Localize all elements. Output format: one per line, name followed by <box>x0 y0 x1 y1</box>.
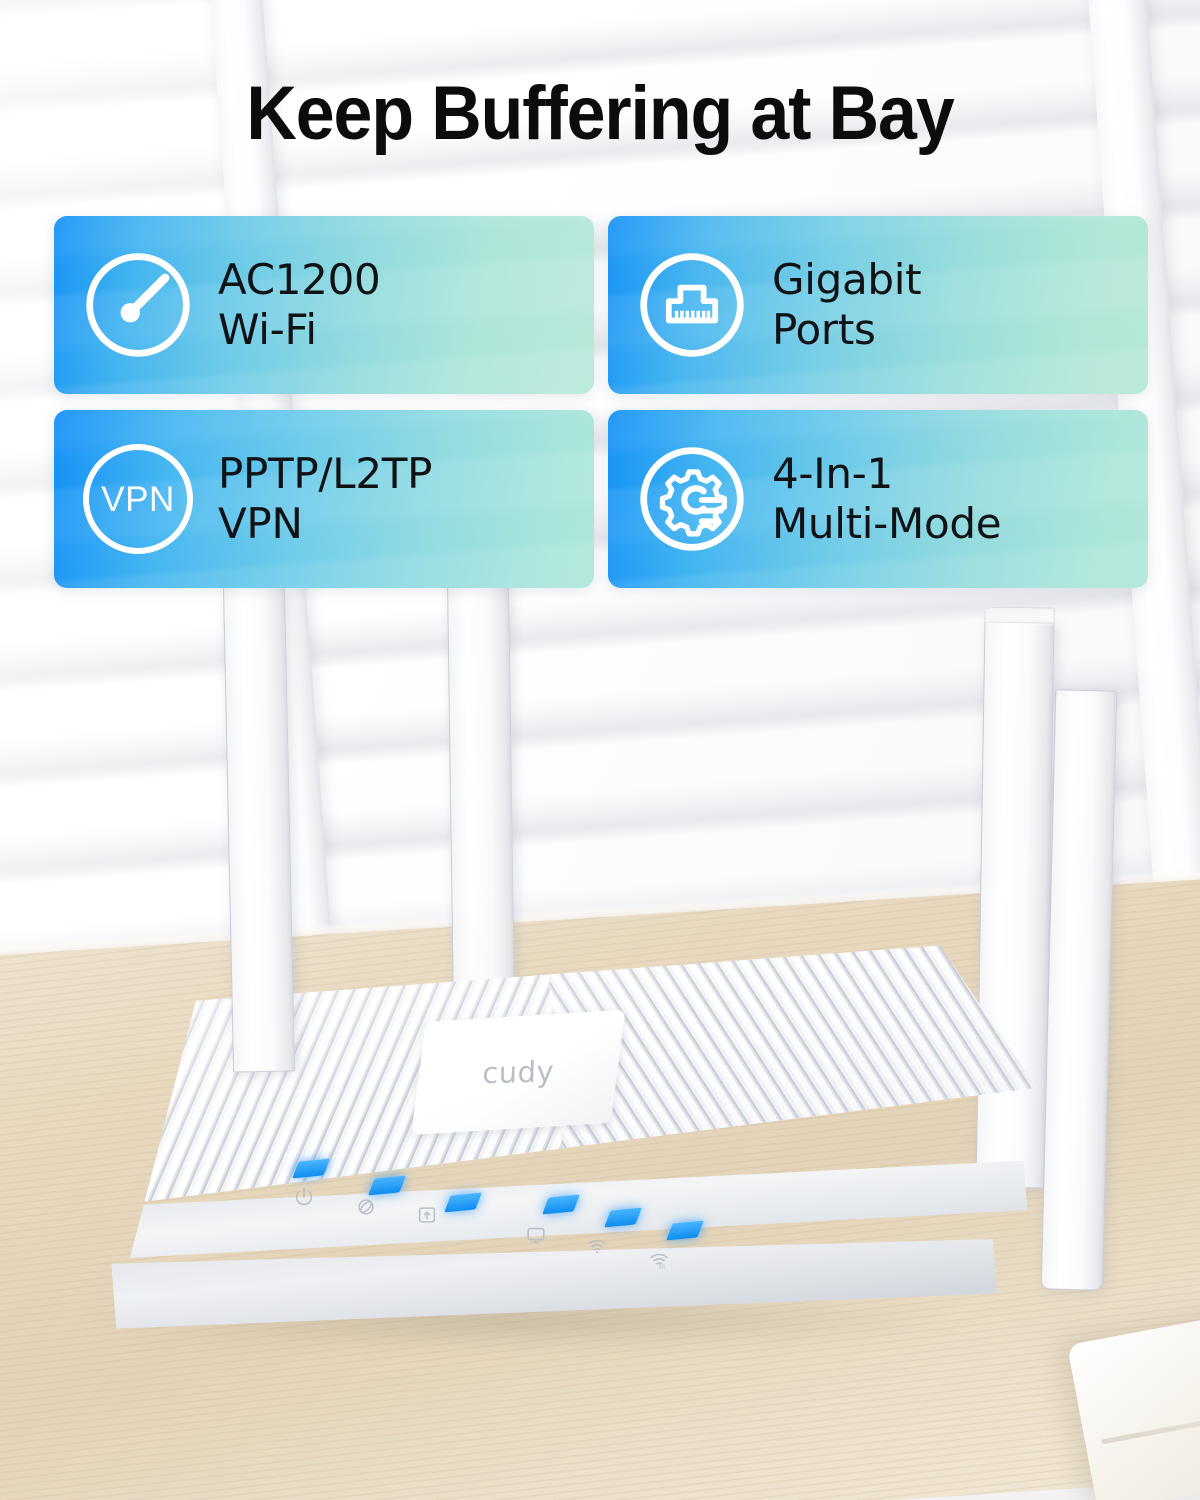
gear-settings-icon <box>634 441 750 557</box>
feature-card-multi-mode[interactable]: 4-In-1 Multi-Mode <box>608 410 1148 588</box>
feature-label: Gigabit Ports <box>772 255 922 354</box>
desk-white-object <box>1067 1297 1200 1500</box>
feature-label: AC1200 Wi-Fi <box>218 255 381 354</box>
feature-card-vpn[interactable]: VPN PPTP/L2TP VPN <box>54 410 594 588</box>
feature-card-ac1200-wifi[interactable]: AC1200 Wi-Fi <box>54 216 594 394</box>
speedometer-icon <box>80 247 196 363</box>
feature-card-gigabit-ports[interactable]: Gigabit Ports <box>608 216 1148 394</box>
feature-card-grid: AC1200 Wi-Fi Gigabit Ports VPN PPTP/L2TP… <box>54 216 1148 588</box>
feature-label: PPTP/L2TP VPN <box>218 449 433 548</box>
vpn-icon: VPN <box>80 441 196 557</box>
desk-surface <box>0 874 1200 1500</box>
ethernet-port-icon <box>634 247 750 363</box>
feature-label: 4-In-1 Multi-Mode <box>772 449 1002 548</box>
vpn-icon-ring: VPN <box>83 444 193 554</box>
vpn-icon-label: VPN <box>101 479 175 519</box>
page-title: Keep Buffering at Bay <box>246 71 954 156</box>
